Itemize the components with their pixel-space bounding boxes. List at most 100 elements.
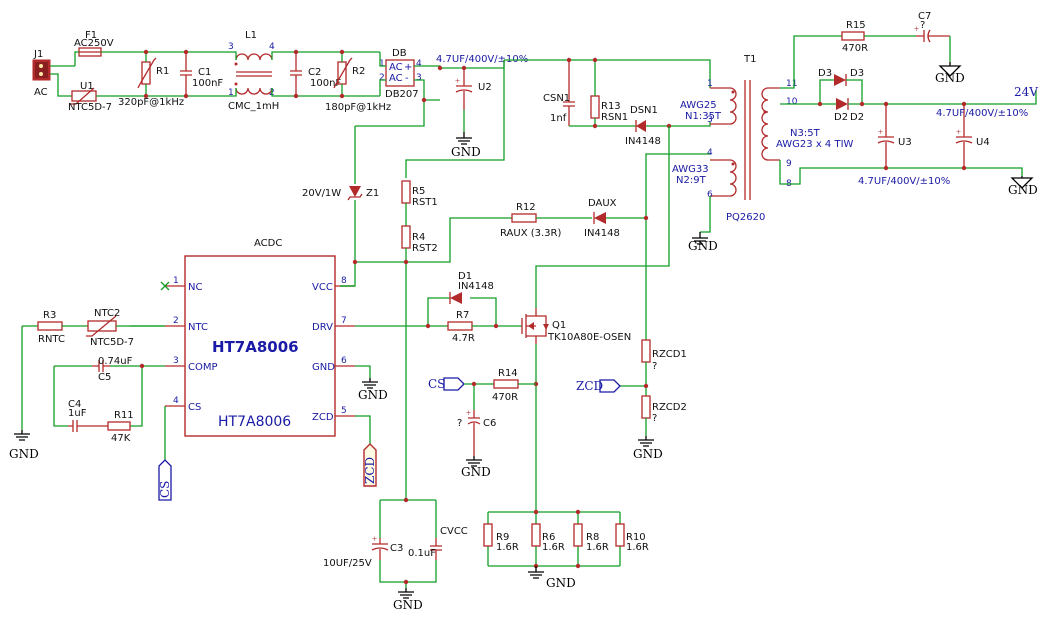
diode-d2[interactable]: D2 D2 — [834, 98, 864, 123]
diode-daux[interactable]: DAUX IN4148 — [584, 198, 620, 239]
cs-label-sense-text: CS — [428, 377, 445, 391]
resistor-r4[interactable]: R4 RST2 — [401, 225, 438, 254]
u4-value: 4.7UF/400V/±10% — [936, 108, 1028, 119]
capacitor-u3[interactable]: + U3 4.7UF/400V/±10% — [858, 104, 950, 187]
r12-value: RAUX (3.3R) — [500, 228, 561, 239]
resistor-r15[interactable]: R15 470R — [841, 20, 868, 54]
db-ref: DB — [392, 48, 407, 59]
mosfet-q1[interactable]: Q1 TK10A80E-OSEN — [521, 308, 631, 344]
ic-pin1-name: NC — [188, 282, 202, 293]
diode-d3[interactable]: D3 D3 — [818, 68, 864, 86]
resistor-r12[interactable]: R12 RAUX (3.3R) — [500, 202, 561, 239]
c5-ref: C5 — [98, 372, 111, 383]
c5-value: 0.74uF — [98, 356, 133, 367]
capacitor-c4[interactable]: C4 1uF — [68, 399, 108, 432]
ic-pin6-num: 6 — [341, 356, 347, 366]
resistor-r5[interactable]: R5 RST1 — [401, 180, 438, 208]
capacitor-c3[interactable]: + C3 10UF/25V — [323, 534, 403, 569]
capacitor-c5[interactable]: 0.74uF C5 — [92, 356, 133, 383]
ic-pin5-name: ZCD — [312, 412, 334, 423]
resistor-r3[interactable]: R3 RNTC — [37, 310, 65, 345]
db-ac-label-bottom: AC — [389, 73, 403, 84]
d3-value: D3 — [850, 68, 864, 79]
j1-label: AC — [34, 87, 48, 98]
c6-value: ? — [457, 418, 462, 429]
capacitor-c6[interactable]: + ? C6 — [457, 408, 496, 456]
ic-pin3-num: 3 — [173, 356, 179, 366]
current-sense: CS R14 470R + ? C6 GND R9 1.6 — [428, 368, 649, 590]
ic-pin8-name: VCC — [312, 282, 333, 293]
t1-primary-wire: AWG25 — [680, 100, 717, 111]
resistor-r7[interactable]: R7 4.7R — [447, 310, 475, 344]
c3-plus: + — [372, 534, 377, 544]
varistor-r1[interactable]: R1 320pF@1kHz — [118, 57, 184, 108]
rzcd2-ref: RZCD2 — [652, 402, 687, 413]
db-pin2: 2 — [379, 73, 385, 83]
d3-ref: D3 — [818, 68, 832, 79]
resistor-r8[interactable]: R8 1.6R — [573, 523, 609, 553]
zcd-label-ic-text: ZCD — [363, 457, 377, 484]
resistor-r10[interactable]: R10 1.6R — [615, 523, 649, 553]
resistor-r9[interactable]: R9 1.6R — [483, 523, 519, 553]
ntc-u1[interactable]: U1 NTC5D-7 — [68, 81, 112, 113]
r6-ref: R6 — [542, 532, 555, 543]
capacitor-c7[interactable]: + C7 ? — [914, 11, 950, 43]
dsn1-ref: DSN1 — [630, 105, 658, 116]
capacitor-csn1[interactable]: CSN1 1nf — [543, 60, 575, 126]
u1-value: NTC5D-7 — [68, 102, 112, 113]
c2-value: 100nF — [310, 78, 341, 89]
transformer-t1[interactable]: T1 1 3 4 6 11 10 9 8 AWG25 N1:35T AWG33 … — [672, 54, 854, 223]
gnd-vcc: GND — [393, 588, 423, 612]
controller-ic[interactable]: ACDC HT7A8006 HT7A8006 1 NC 2 NTC 3 COMP… — [165, 238, 355, 437]
d1-value: IN4148 — [458, 281, 494, 292]
cs-global-label-sense[interactable]: CS — [428, 377, 465, 391]
t1-pin10: 10 — [786, 97, 798, 107]
csn1-value: 1nf — [550, 113, 567, 124]
cs-global-label-ic[interactable]: CS — [158, 459, 172, 501]
t1-aux-ratio: N2:9T — [676, 175, 707, 186]
capacitor-c1[interactable]: C1 100nF — [180, 52, 223, 96]
connector-j1[interactable]: J1 AC — [32, 49, 51, 98]
capacitor-u4[interactable]: + U4 4.7UF/400V/±10% — [936, 104, 1028, 168]
zcd-global-label-divider[interactable]: ZCD — [576, 379, 621, 393]
c1-value: 100nF — [192, 78, 223, 89]
resistor-r13[interactable]: R13 RSN1 — [590, 95, 628, 123]
zcd-global-label-ic[interactable]: ZCD — [363, 443, 377, 487]
gnd-label-shunts: GND — [546, 576, 576, 590]
capacitor-c2[interactable]: C2 100nF — [290, 52, 341, 96]
diode-d1[interactable]: D1 IN4148 — [449, 271, 494, 304]
c6-plus: + — [466, 408, 471, 418]
cs-label-ic-text: CS — [158, 481, 172, 498]
resistor-rzcd1[interactable]: RZCD1 ? — [641, 339, 687, 372]
bulk-capacitor-u2[interactable]: + U2 4.7UF/400V/±10% — [436, 54, 528, 110]
l1-pin1: 1 — [228, 88, 234, 98]
t1-pin6: 6 — [707, 190, 713, 200]
r8-value: 1.6R — [586, 542, 609, 553]
zener-z1[interactable]: Z1 20V/1W — [302, 186, 379, 201]
common-mode-choke-l1[interactable]: L1 CMC_1mH 3 4 1 2 — [228, 30, 279, 112]
resistor-rzcd2[interactable]: RZCD2 ? — [641, 395, 687, 424]
resistor-r14[interactable]: R14 470R — [492, 368, 519, 403]
gnd-comp: GND — [9, 430, 39, 461]
r7-ref: R7 — [456, 310, 469, 321]
bridge-rectifier-db[interactable]: AC + AC - DB DB207 1 2 4 3 — [379, 48, 422, 100]
diode-dsn1[interactable]: DSN1 IN4148 — [625, 105, 661, 147]
db-pin3: 3 — [416, 73, 422, 83]
rzcd2-value: ? — [652, 413, 657, 424]
t1-core: PQ2620 — [726, 212, 765, 223]
resistor-r11[interactable]: R11 47K — [107, 410, 134, 444]
r5-value: RST1 — [412, 197, 438, 208]
db-minus: - — [405, 73, 409, 84]
resistor-r6[interactable]: R6 1.6R — [531, 523, 565, 553]
db-pin4: 4 — [416, 59, 422, 69]
ntc2-ref: NTC2 — [94, 308, 120, 319]
t1-pin9: 9 — [786, 159, 792, 169]
gnd-ic: GND — [358, 378, 388, 402]
r12-ref: R12 — [516, 202, 536, 213]
ntc-ntc2[interactable]: NTC2 NTC5D-7 — [86, 308, 134, 348]
gnd-label-output: GND — [1008, 183, 1038, 197]
capacitor-cvcc[interactable]: CVCC 0.1uF — [408, 526, 468, 560]
u3-value: 4.7UF/400V/±10% — [858, 176, 950, 187]
db-plus: + — [404, 62, 412, 73]
c7-ref: C7 — [918, 11, 931, 22]
